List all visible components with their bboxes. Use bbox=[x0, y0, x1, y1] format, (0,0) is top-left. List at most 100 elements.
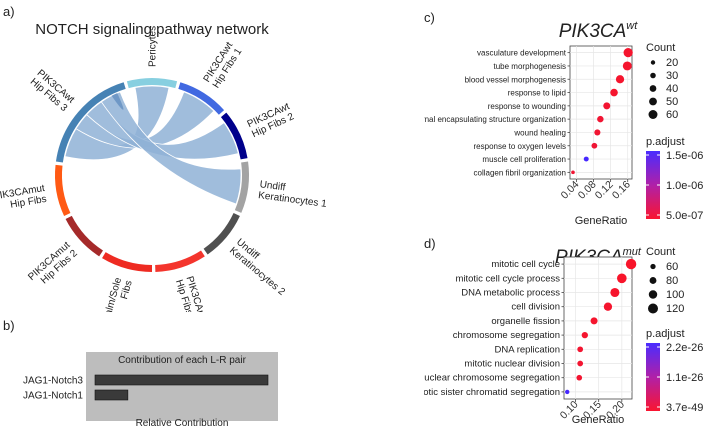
chord-arc-8 bbox=[55, 164, 71, 216]
size-legend-label-0: 20 bbox=[666, 57, 678, 69]
term-label-5: external encapsulating structure organiz… bbox=[424, 115, 566, 124]
panel-letter-b: b) bbox=[3, 318, 15, 333]
chord-label-7: PIK3CAmutHip Fibs 2 bbox=[26, 240, 80, 292]
chord-arc-0 bbox=[126, 78, 178, 89]
size-legend-label-0: 60 bbox=[666, 261, 678, 273]
chord-label-0: Pericytes bbox=[148, 26, 159, 67]
chord-arc-7 bbox=[65, 215, 104, 257]
contribution-bar-chart: Contribution of each L-R pair Relative C… bbox=[23, 352, 278, 429]
bar-1 bbox=[94, 389, 129, 401]
dot-5 bbox=[581, 331, 588, 339]
chord-arc-5 bbox=[155, 250, 205, 272]
term-label-0: mitotic cell cycle bbox=[491, 259, 560, 270]
chord-label-5: PIK3CAmutHip Fibs 3 bbox=[173, 275, 210, 312]
dot-4 bbox=[590, 317, 598, 325]
xtick-label-3: 0.16 bbox=[610, 179, 633, 202]
dot-2 bbox=[615, 75, 625, 84]
dot-8 bbox=[576, 374, 583, 381]
chord-arc-4 bbox=[203, 212, 240, 255]
dot-9 bbox=[565, 389, 570, 395]
plot-frame bbox=[569, 45, 633, 180]
bar-label-0: JAG1-Notch3 bbox=[23, 376, 83, 387]
term-label-7: response to oxygen levels bbox=[474, 142, 567, 151]
dot-6 bbox=[594, 129, 601, 136]
term-label-1: tube morphogenesis bbox=[494, 62, 567, 71]
color-legend-label-2: 3.7e-49 bbox=[666, 402, 703, 414]
size-legend-title: Count bbox=[646, 246, 675, 258]
color-legend-bar bbox=[646, 343, 660, 411]
chord-arc-6 bbox=[102, 252, 153, 272]
term-label-8: nuclear chromosome segregation bbox=[424, 373, 560, 384]
dot-1 bbox=[617, 273, 627, 284]
size-legend-dot-3 bbox=[649, 97, 657, 106]
panel-letter-a: a) bbox=[3, 4, 15, 19]
chord-label-8: PIK3CAmutHip Fibs bbox=[0, 183, 48, 213]
dot-2 bbox=[610, 287, 620, 298]
size-legend-dot-2 bbox=[648, 290, 658, 299]
bar-chart-title: Contribution of each L-R pair bbox=[118, 355, 247, 366]
size-legend-label-1: 80 bbox=[666, 275, 678, 287]
xlabel: GeneRatio bbox=[572, 414, 625, 426]
size-legend-label-3: 50 bbox=[666, 96, 678, 108]
size-legend-dot-3 bbox=[647, 303, 659, 314]
bar-label-1: JAG1-Notch1 bbox=[23, 391, 83, 402]
dot-7 bbox=[577, 360, 584, 367]
bar-chart-background bbox=[86, 352, 278, 421]
dot-3 bbox=[610, 88, 618, 97]
term-label-3: response to lipid bbox=[508, 89, 566, 98]
chord-label-4: UndiffKeratinocytes 2 bbox=[227, 237, 294, 298]
color-legend-label-0: 2.2e-26 bbox=[666, 342, 703, 354]
term-label-0: vasculature development bbox=[477, 49, 567, 58]
color-legend-label-2: 5.0e-07 bbox=[666, 210, 703, 222]
chord-label-3: UndiffKeratinocytes 1 bbox=[258, 179, 330, 210]
size-legend-dot-4 bbox=[648, 110, 658, 119]
chord-arcs bbox=[55, 78, 249, 272]
chord-diagram: NOTCH signaling pathway network Pericyte… bbox=[0, 21, 330, 312]
size-legend-dot-0 bbox=[650, 263, 656, 270]
term-label-2: blood vessel morphogenesis bbox=[465, 75, 566, 84]
term-label-6: DNA replication bbox=[495, 344, 560, 355]
dotplot-wt-plot: vasculature development tube morphogenesi… bbox=[424, 42, 703, 227]
size-legend-label-1: 30 bbox=[666, 70, 678, 82]
chord-link-self bbox=[111, 93, 124, 110]
term-label-4: response to wounding bbox=[488, 102, 566, 111]
dot-1 bbox=[622, 61, 632, 71]
size-legend-dot-1 bbox=[649, 277, 657, 284]
chord-arc-9 bbox=[55, 82, 126, 163]
size-legend-dot-2 bbox=[649, 85, 657, 92]
color-legend-label-1: 1.0e-06 bbox=[666, 180, 703, 192]
xlabel: GeneRatio bbox=[575, 215, 628, 227]
size-legend-dot-0 bbox=[650, 60, 656, 65]
term-label-4: organelle fission bbox=[491, 316, 560, 327]
chord-label-2: PIK3CAwtHip Fibs 2 bbox=[246, 101, 297, 140]
dot-6 bbox=[577, 346, 584, 353]
color-legend-label-1: 1.1e-26 bbox=[666, 372, 703, 384]
term-label-6: wound healing bbox=[513, 128, 566, 137]
color-legend-title: p.adjust bbox=[646, 136, 685, 148]
size-legend-title: Count bbox=[646, 42, 675, 54]
size-legend-dot-1 bbox=[650, 72, 656, 79]
panel-letter-c: c) bbox=[424, 10, 435, 25]
dot-5 bbox=[597, 115, 604, 123]
chord-arc-1 bbox=[178, 82, 225, 115]
chord-label-9: PIK3CAwtHip Fibs 3 bbox=[28, 68, 77, 114]
term-label-9: mitotic sister chromatid segregation bbox=[424, 387, 560, 398]
term-label-5: chromosome segregation bbox=[453, 330, 560, 341]
size-legend-label-2: 40 bbox=[666, 83, 678, 95]
chord-arc-2 bbox=[220, 112, 248, 160]
color-legend-title: p.adjust bbox=[646, 328, 685, 340]
size-legend-label-4: 60 bbox=[666, 109, 678, 121]
dot-7 bbox=[591, 142, 598, 149]
bar-0 bbox=[94, 374, 269, 386]
color-legend-bar bbox=[646, 151, 660, 219]
panel-letter-d: d) bbox=[424, 236, 436, 251]
chord-link-3 bbox=[100, 91, 242, 205]
dot-8 bbox=[583, 156, 589, 162]
size-legend-label-2: 100 bbox=[666, 289, 684, 301]
term-label-7: mitotic nuclear division bbox=[464, 359, 560, 370]
dot-0 bbox=[623, 48, 633, 58]
